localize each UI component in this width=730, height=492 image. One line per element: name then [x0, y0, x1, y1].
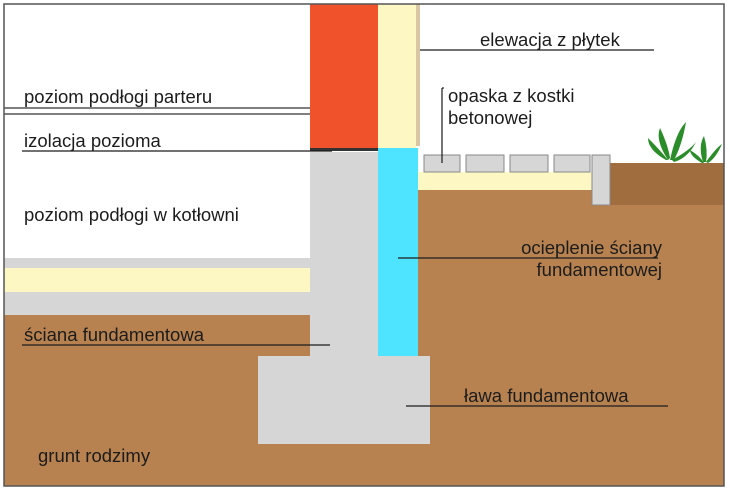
label-horizontal-insulation: izolacja pozioma [24, 130, 161, 151]
boiler-room-screed [4, 258, 310, 268]
boiler-room-sand-layer [4, 268, 310, 292]
leader-lines [22, 49, 668, 407]
paving-stone-4 [553, 154, 591, 173]
paving-sand-bed [418, 172, 604, 190]
label-tile-elevation: elewacja z płytek [480, 29, 621, 50]
plant-icon [648, 122, 722, 163]
label-floor-ground: poziom podłogi parteru [24, 86, 212, 107]
curb-stone [591, 154, 611, 206]
topsoil-bed [610, 163, 724, 205]
diagram-border [3, 3, 725, 487]
tile-facade [416, 4, 420, 146]
label-footing: ława fundamentowa [464, 385, 629, 406]
wall-cavity-sand [378, 4, 416, 148]
paving-stone-3 [509, 154, 549, 173]
label-native-soil: grunt rodzimy [38, 445, 151, 466]
paving-stone-2 [465, 154, 505, 173]
brick-wall [310, 4, 378, 148]
horizontal-insulation-dark [310, 148, 378, 151]
label-paving-line2: betonowej [448, 107, 532, 128]
foundation-footing [258, 356, 430, 444]
foundation-wall [310, 152, 378, 356]
boiler-room-concrete-slab [4, 292, 310, 315]
label-paving-line1: opaska z kostki [448, 85, 574, 106]
label-insulation-line2: fundamentowej [537, 259, 662, 280]
foundation-wall-insulation [378, 148, 418, 356]
label-foundation-wall: ściana fundamentowa [24, 324, 205, 345]
label-floor-boiler: poziom podłogi w kotłowni [24, 204, 239, 225]
label-insulation-line1: ocieplenie ściany [521, 237, 663, 258]
